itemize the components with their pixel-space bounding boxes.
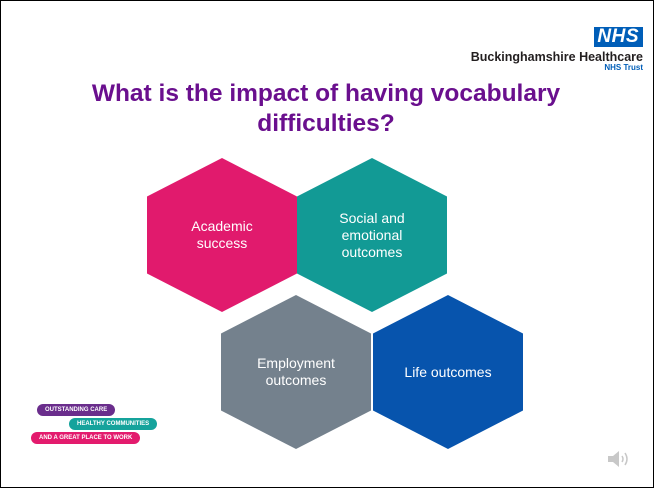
hexagon-academic-success: Academic success <box>147 158 297 312</box>
nhs-badge: NHS <box>594 27 643 47</box>
hexagon-label: Life outcomes <box>404 363 492 380</box>
hexagon-social-emotional-outcomes: Social and emotional outcomes <box>297 158 447 312</box>
strapline-healthy-communities: HEALTHY COMMUNITIES <box>69 418 158 430</box>
hexagon-label: Social and emotional outcomes <box>339 209 405 260</box>
hexagon-employment-outcomes: Employment outcomes <box>221 295 371 449</box>
strapline-great-place-to-work: AND A GREAT PLACE TO WORK <box>31 432 141 444</box>
hexagon-life-outcomes: Life outcomes <box>373 295 523 449</box>
organisation-name: Buckinghamshire Healthcare <box>470 50 643 64</box>
strapline-outstanding-care: OUTSTANDING CARE <box>37 404 116 416</box>
trust-name: NHS Trust <box>604 63 643 72</box>
speaker-icon[interactable] <box>606 448 632 470</box>
hexagon-label: Employment outcomes <box>257 355 335 388</box>
slide-title: What is the impact of having vocabulary … <box>91 80 561 137</box>
hexagon-label: Academic success <box>191 218 253 251</box>
nhs-logo: NHS Buckinghamshire Healthcare NHS Trust <box>453 27 643 72</box>
